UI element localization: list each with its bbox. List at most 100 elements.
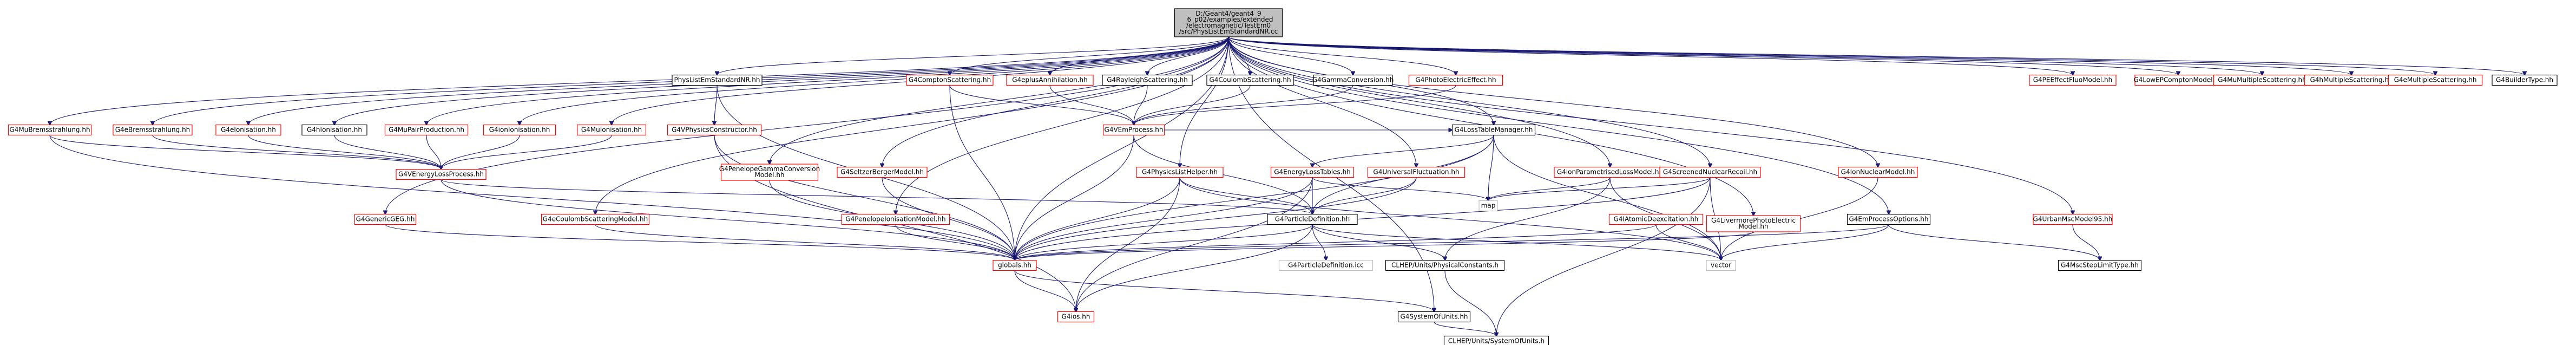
node-g4mscsteplimittype[interactable]: G4MscStepLimitType.hh [2058,259,2142,271]
node-label: G4hIonisation.hh [307,126,362,134]
node-g4emprocessoptions[interactable]: G4EmProcessOptions.hh [1846,213,1931,225]
node-g4mubremsstrahlung[interactable]: G4MuBremsstrahlung.hh [8,124,92,136]
node-g4vemprocess[interactable]: G4VEmProcess.hh [1102,124,1165,136]
node-g4particledefinition[interactable]: G4ParticleDefinition.hh [1267,213,1358,225]
edge-root-to-g4lowepcomptonmodel [1228,36,2178,75]
edge-g4losstablemanager-to-g4energylosstables [1312,135,1494,167]
edge-g4screenednuclearrecoil-to-globals [1015,177,1711,261]
edge-g4particledefinition-to-g4particledefinitionicc [1312,224,1326,261]
node-label: G4UrbanMscModel95.hh [2033,216,2113,223]
edge-g4losstablemanager-to-map [1488,135,1494,201]
node-box [1838,166,1918,178]
node-g4mupairproduction[interactable]: G4MuPairProduction.hh [384,124,469,136]
node-g4buildertype[interactable]: G4BuilderType.hh [2492,74,2558,86]
node-g4genericgeg[interactable]: G4GenericGEG.hh [354,213,417,225]
edge-g4ionparametrisedlossmodel-to-clhepphysicalconstants [1445,177,1611,261]
node-g4peeffectfluomodel[interactable]: G4PEEffectFluoModel.hh [2029,74,2117,86]
edge-root-to-g4screenednuclearrecoil [1228,36,1710,167]
node-box [672,74,763,86]
edge-root-to-g4emultiplescattering [1228,36,2435,75]
node-physlistemstandardnr[interactable]: PhysListEmStandardNR.hh [672,74,763,86]
edge-g4particledefinition-to-vector [1312,224,1721,261]
node-g4coulombscattering[interactable]: G4CoulombScattering.hh [1206,74,1294,86]
node-box [1443,335,1549,345]
node-g4muionisation[interactable]: G4MuIonisation.hh [576,124,647,136]
edge-g4energylosstables-to-map [1312,177,1488,201]
node-box [2029,74,2117,86]
node-box [2388,74,2483,86]
node-g4seltzerbergermodel[interactable]: G4SeltzerBergerModel.hh [837,166,928,178]
node-label: G4MuMultipleScattering.hh [2218,76,2306,84]
node-g4ionionisation[interactable]: G4ionIonisation.hh [483,124,556,136]
node-label: G4MuIonisation.hh [581,126,642,134]
node-box [1706,259,1736,271]
edge-g4genericgeg-to-globals [385,224,1015,261]
node-box [1408,74,1503,86]
edge-root-to-g4ionparametrisedlossmodel [1228,36,1610,167]
node-box [8,124,92,136]
node-g4physicslisthelper[interactable]: G4PhysicsListHelper.hh [1136,166,1224,178]
node-box [576,124,647,136]
node-label: G4ParticleDefinition.icc [1288,262,1364,269]
edge-g4physicslisthelper-to-g4particledefinition [1179,177,1312,214]
node-g4losstablemanager[interactable]: G4LossTableManager.hh [1451,124,1536,136]
node-globals[interactable]: globals.hh [993,259,1037,271]
node-label: G4eIonisation.hh [221,126,276,134]
edge-root-to-g4buildertype [1228,36,2525,75]
node-g4venergylossprocess[interactable]: G4VEnergyLossProcess.hh [396,168,487,180]
node-g4rayleighscattering[interactable]: G4RayleighScattering.hh [1102,74,1193,86]
node-g4comptonscattering[interactable]: G4ComptonScattering.hh [906,74,994,86]
node-g4gammaconversion[interactable]: G4GammaConversion.hh [1312,74,1394,86]
node-g4ebremsstrahlung[interactable]: G4eBremsstrahlung.hh [113,124,193,136]
node-label: vector [1711,262,1731,269]
node-g4screenednuclearrecoil[interactable]: G4ScreenedNuclearRecoil.hh [1659,166,1761,178]
node-g4iatomicdeexcitation[interactable]: G4IAtomicDeexcitation.hh [1608,213,1704,225]
node-g4ionparametrisedlossmodel[interactable]: G4ionParametrisedLossModel.hh [1554,166,1666,178]
node-g4ecoulombscatteringmodel[interactable]: G4eCoulombScatteringModel.hh [541,213,650,225]
node-g4penelopeionisationmodel[interactable]: G4PenelopeIonisationModel.hh [841,213,950,225]
node-g4hmultiplescattering[interactable]: G4hMultipleScattering.hh [2304,74,2399,86]
node-box [1102,74,1193,86]
node-box [1313,74,1393,86]
node-label: G4EnergyLossTables.hh [1274,168,1351,176]
node-g4emultiplescattering[interactable]: G4eMultipleScattering.hh [2388,74,2483,86]
node-g4energylosstables[interactable]: G4EnergyLossTables.hh [1270,166,1355,178]
edge-g4losstablemanager-to-globals [1015,135,1494,261]
node-g4particledefinitionicc[interactable]: G4ParticleDefinition.icc [1278,259,1374,271]
node-g4photoelectriceffect[interactable]: G4PhotoElectricEffect.hh [1408,74,1503,86]
node-g4vphysicsconstructor[interactable]: G4VPhysicsConstructor.hh [667,124,762,136]
node-label: G4MuBremsstrahlung.hh [9,126,90,134]
edge-g4livermorephotoelectricmodel-to-globals [1015,231,1754,261]
node-clhepsystemofunits[interactable]: CLHEP/Units/SystemOfUnits.h [1443,335,1549,345]
node-clhepphysicalconstants[interactable]: CLHEP/Units/PhysicalConstants.h [1385,259,1505,271]
node-box [483,124,556,136]
node-box [1706,215,1801,232]
node-g4mumultiplescattering[interactable]: G4MuMultipleScattering.hh [2213,74,2311,86]
node-box [1659,166,1761,178]
node-g4hionisation[interactable]: G4hIonisation.hh [301,124,367,136]
edge-g4physicslisthelper-to-vector [1179,177,1721,261]
node-g4universalfluctuation[interactable]: G4UniversalFluctuation.hh [1367,166,1466,178]
node-vector[interactable]: vector [1706,259,1736,271]
node-g4eionisation[interactable]: G4eIonisation.hh [215,124,281,136]
node-label: G4ios.hh [1062,313,1090,321]
node-g4ios[interactable]: G4ios.hh [1057,311,1095,323]
node-label: G4eCoulombScatteringModel.hh [543,216,648,223]
node-box [215,124,281,136]
edge-g4particledefinition-to-clhepphysicalconstants [1312,224,1445,261]
node-map[interactable]: map [1478,200,1498,212]
node-g4urbanmscmodel95[interactable]: G4UrbanMscModel95.hh [2033,213,2113,225]
node-g4lowepcomptonmodel[interactable]: G4LowEPComptonModel.hh [2133,74,2223,86]
node-g4systemofunits[interactable]: G4SystemOfUnits.hh [1397,311,1471,323]
node-label: G4MuPairProduction.hh [389,126,464,134]
edge-g4ebremsstrahlung-to-g4venergylossprocess [152,135,441,170]
node-g4ionnuclearmodel[interactable]: G4IonNuclearModel.hh [1838,166,1918,178]
node-label: /src/PhysListEmStandardNR.cc [1179,28,1278,35]
edge-clhepphysicalconstants-to-clhepsystemofunits [1444,270,1496,336]
node-g4eplusannihilation[interactable]: G4eplusAnnihilation.hh [1006,74,1094,86]
edge-root-to-g4urbanmscmodel95 [1228,36,2073,214]
node-label: /electromagnetic/TestEm0 [1186,22,1271,29]
